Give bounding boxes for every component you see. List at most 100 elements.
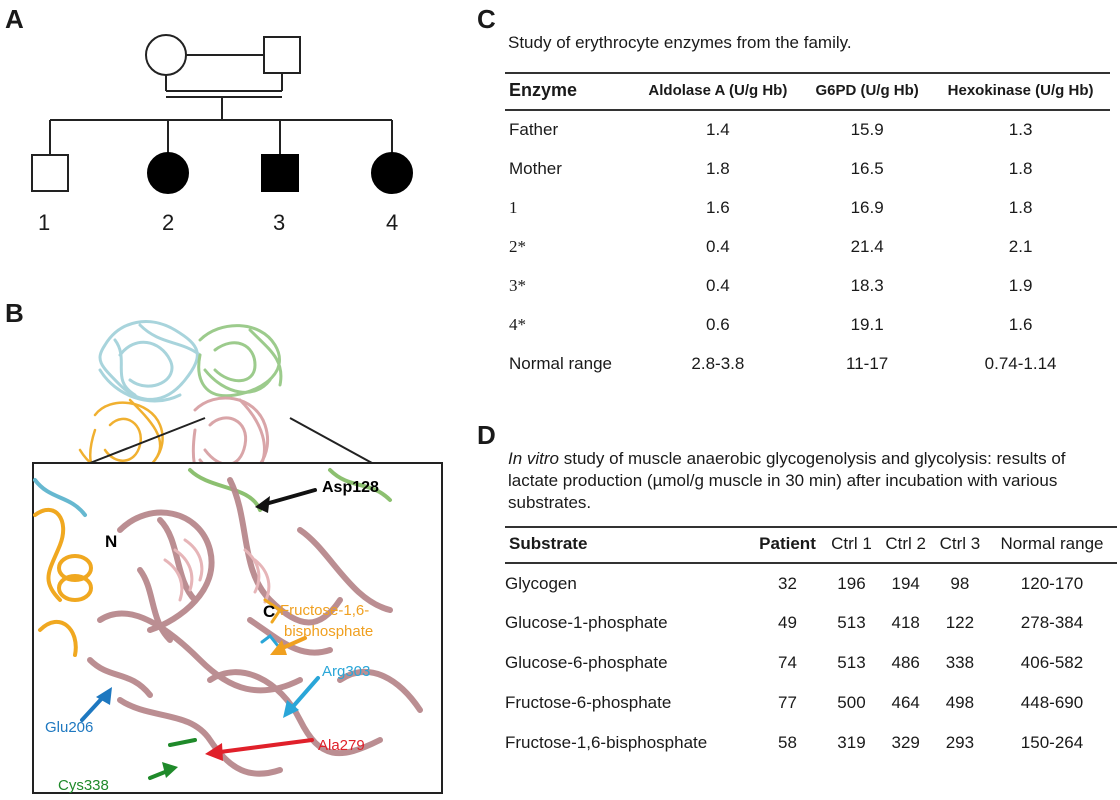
ctrl-3-value: 122	[945, 613, 975, 632]
header-patient: Patient	[759, 534, 816, 553]
child-3-label: 3	[273, 210, 286, 235]
substrate-name: Glycogen	[505, 573, 577, 593]
row-label: Father	[509, 120, 559, 139]
patient-value: 58	[778, 733, 797, 752]
header-hexokinase: Hexokinase (U/g Hb)	[947, 82, 1094, 99]
enzyme-table-header: Enzyme Aldolase A (U/g Hb) G6PD (U/g Hb)…	[505, 73, 1110, 110]
table-row: Fructose-1,6-bisphosphate 58 319 329 293…	[505, 723, 1117, 763]
header-normal-range: Normal range	[1000, 534, 1104, 553]
aldolase-value: 0.6	[706, 314, 730, 334]
enzyme-study-panel: Study of erythrocyte enzymes from the fa…	[505, 30, 1110, 383]
header-ctrl-3: Ctrl 3	[939, 534, 981, 553]
table-row: Glucose-1-phosphate 49 513 418 122 278-3…	[505, 603, 1117, 643]
header-enzyme: Enzyme	[509, 80, 578, 100]
ctrl-2-value: 418	[891, 613, 920, 632]
protein-structure-illustration: Asp128 N C Fructose-1,6- bisphosphate Ar…	[32, 320, 443, 794]
c-terminus-label: C	[263, 602, 275, 621]
fbp-label-line1: Fructose-1,6-	[280, 602, 369, 619]
tetramer-overview	[78, 320, 283, 488]
g6pd-value: 16.5	[850, 158, 884, 178]
arg303-label: Arg303	[322, 663, 370, 680]
table-row: 3* 0.4 18.3 1.9	[505, 266, 1110, 305]
substrate-name: Fructose-1,6-bisphosphate	[505, 733, 708, 752]
ctrl-1-value: 513	[837, 613, 866, 632]
table-row: 1 1.6 16.9 1.8	[505, 188, 1110, 227]
patient-value: 77	[778, 693, 797, 712]
ctrl-2-value: 329	[891, 733, 920, 752]
pedigree-panel: 1 2 3 4	[0, 0, 470, 280]
panel-letter-c: C	[477, 4, 496, 34]
aldolase-value: 0.4	[706, 236, 730, 256]
ctrl-2-value: 194	[891, 573, 920, 593]
table-row: Fructose-6-phosphate 77 500 464 498 448-…	[505, 683, 1117, 723]
patient-value: 32	[778, 573, 797, 593]
ctrl-1-value: 513	[837, 653, 866, 672]
pedigree-chart	[31, 34, 413, 194]
ctrl-2-value: 486	[891, 653, 920, 672]
header-substrate: Substrate	[509, 534, 588, 553]
child-3-symbol	[261, 154, 299, 192]
substrate-name: Glucose-6-phosphate	[505, 653, 668, 672]
father-symbol	[263, 36, 301, 74]
zoomed-subunit	[33, 468, 423, 777]
ctrl-1-value: 319	[837, 733, 866, 752]
hexokinase-value: 1.3	[1008, 120, 1033, 139]
aldolase-value: 1.6	[706, 197, 730, 217]
hexokinase-value: 2.1	[1008, 236, 1033, 256]
patient-value: 74	[778, 653, 797, 672]
child-4-label: 4	[386, 210, 399, 235]
normal-range-value: 150-264	[1020, 733, 1084, 752]
header-ctrl-2: Ctrl 2	[885, 534, 926, 553]
row-label: Normal range	[509, 353, 612, 373]
child-2-label: 2	[162, 210, 175, 235]
ala279-label: Ala279	[318, 737, 365, 754]
hexokinase-value: 1.8	[1008, 158, 1033, 178]
zoom-box	[32, 462, 443, 794]
enzyme-table: Enzyme Aldolase A (U/g Hb) G6PD (U/g Hb)…	[505, 72, 1110, 383]
aldolase-value: 1.8	[706, 158, 730, 178]
child-4-symbol	[371, 152, 413, 194]
ctrl-3-value: 293	[945, 733, 975, 752]
annotation-arrows	[80, 488, 320, 780]
panel-letter-d: D	[477, 420, 496, 450]
ctrl-1-value: 196	[837, 573, 866, 593]
asp128-label: Asp128	[322, 479, 379, 496]
mother-symbol	[145, 34, 187, 76]
row-label: 1	[509, 197, 518, 217]
table-row: Normal range 2.8-3.8 11-17 0.74-1.14	[505, 344, 1110, 383]
glu206-label: Glu206	[45, 719, 93, 736]
substrate-name: Fructose-6-phosphate	[505, 693, 672, 712]
row-label: 2*	[509, 236, 526, 256]
aldolase-value: 2.8-3.8	[691, 353, 745, 373]
protein-structure-panel: Asp128 N C Fructose-1,6- bisphosphate Ar…	[0, 300, 470, 800]
hexokinase-value: 1.8	[1008, 197, 1033, 217]
n-terminus-label: N	[105, 532, 117, 551]
lactate-study-panel: In vitro study of muscle anaerobic glyco…	[505, 448, 1117, 763]
row-label: 3*	[509, 275, 526, 295]
lactate-table-header: Substrate Patient Ctrl 1 Ctrl 2 Ctrl 3 N…	[505, 527, 1117, 563]
g6pd-value: 16.9	[850, 197, 884, 217]
table-row: Mother 1.8 16.5 1.8	[505, 149, 1110, 188]
aldolase-value: 0.4	[706, 275, 730, 295]
fbp-label-line2: bisphosphate	[284, 623, 373, 640]
child-2-symbol	[147, 152, 189, 194]
row-label: Mother	[509, 158, 562, 178]
hexokinase-value: 1.6	[1008, 314, 1033, 334]
aldolase-value: 1.4	[706, 120, 730, 139]
cys338-label: Cys338	[58, 777, 109, 794]
substrate-name: Glucose-1-phosphate	[505, 613, 668, 632]
lactate-table-caption: In vitro study of muscle anaerobic glyco…	[508, 448, 1117, 514]
g6pd-value: 15.9	[850, 120, 884, 139]
hexokinase-value: 0.74-1.14	[984, 353, 1057, 373]
table-row: Glycogen 32 196 194 98 120-170	[505, 563, 1117, 603]
header-aldolase: Aldolase A (U/g Hb)	[648, 82, 788, 99]
normal-range-value: 448-690	[1020, 693, 1084, 712]
table-row: Glucose-6-phosphate 74 513 486 338 406-5…	[505, 643, 1117, 683]
g6pd-value: 18.3	[850, 275, 884, 295]
caption-italic: In vitro	[508, 449, 560, 468]
lactate-table: Substrate Patient Ctrl 1 Ctrl 2 Ctrl 3 N…	[505, 526, 1117, 763]
panel-letter-a: A	[5, 4, 24, 34]
child-1-label: 1	[38, 210, 51, 235]
caption-text: study of muscle anaerobic glycogenolysis…	[508, 449, 1066, 512]
ctrl-3-value: 338	[945, 653, 975, 672]
